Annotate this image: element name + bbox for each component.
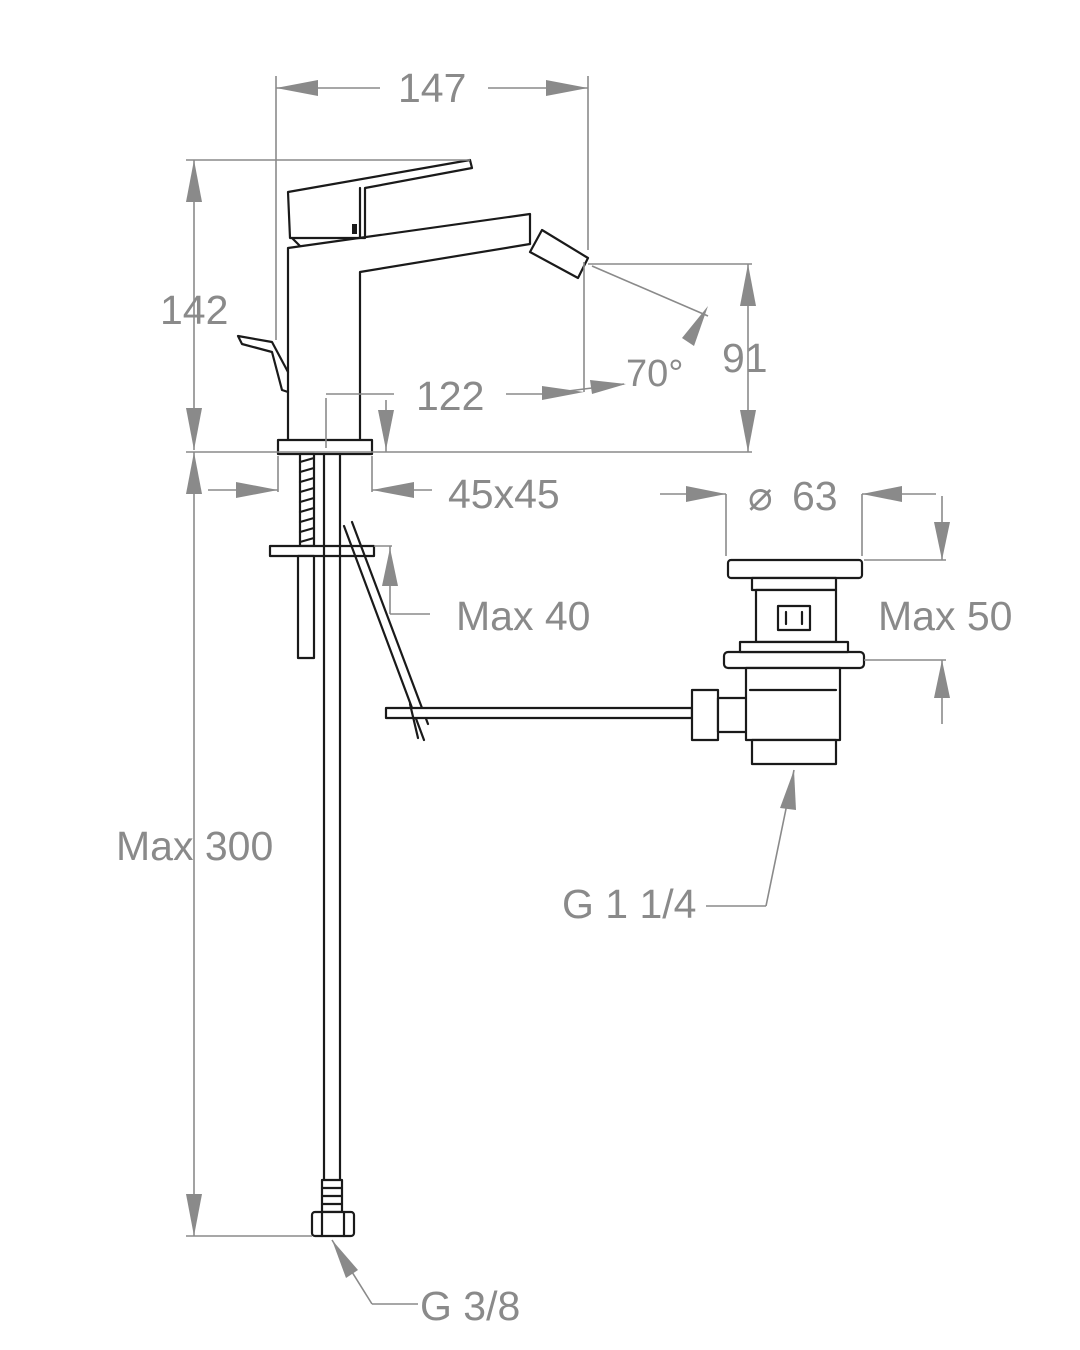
bidet-faucet xyxy=(236,158,590,1238)
dim-hose-thread: G 3/8 xyxy=(420,1283,520,1329)
waste-flange xyxy=(722,650,866,670)
hose-nut xyxy=(310,1210,356,1238)
dim-deck-thickness: Max 40 xyxy=(456,593,590,639)
popup-lever xyxy=(236,334,290,394)
dim-spray-angle: 70° xyxy=(626,353,683,395)
dim-waste-diameter: 63 xyxy=(792,473,838,519)
waste-cage xyxy=(754,588,838,644)
flexible-hose xyxy=(322,452,342,1182)
dim-hose-length: Max 300 xyxy=(116,823,273,869)
dim-waste-deck: Max 50 xyxy=(878,593,1012,639)
waste-body xyxy=(744,666,842,742)
dim-overall-width: 147 xyxy=(398,65,466,111)
faucet-body xyxy=(286,212,532,442)
waste-cap xyxy=(726,558,864,580)
dim-base-size: 45x45 xyxy=(448,471,560,517)
threaded-rod xyxy=(298,452,316,548)
linkage-nut xyxy=(690,688,720,742)
faucet-nozzle xyxy=(528,214,590,280)
dimension-lines xyxy=(186,76,950,1305)
popup-waste xyxy=(384,558,866,766)
dim-spout-reach: 122 xyxy=(416,373,484,419)
fixing-washer xyxy=(268,544,376,558)
dim-spout-height: 91 xyxy=(722,335,768,381)
dim-overall-height: 142 xyxy=(160,287,228,333)
dim-waste-thread: G 1 1/4 xyxy=(562,881,696,927)
waste-linkage-rod xyxy=(384,706,694,720)
diameter-symbol: ⌀ xyxy=(748,473,773,519)
